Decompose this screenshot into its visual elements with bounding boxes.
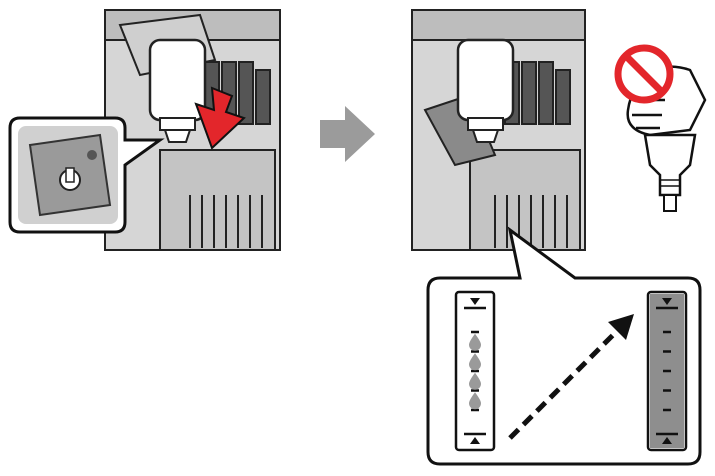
printer-vents-left bbox=[189, 195, 263, 248]
lower-limit-marker bbox=[470, 437, 480, 444]
prohibition-icon bbox=[614, 44, 674, 104]
upper-limit-marker bbox=[662, 298, 672, 305]
ink-bottle-left bbox=[148, 38, 207, 143]
printer-filling-illustration bbox=[411, 9, 586, 251]
ink-drop-icon bbox=[469, 353, 481, 371]
nozzle-zoom-callout bbox=[8, 116, 165, 234]
arrow-right-icon bbox=[320, 106, 375, 162]
ink-gauge-empty bbox=[454, 290, 496, 452]
upper-limit-marker bbox=[470, 298, 480, 305]
lower-limit-marker bbox=[662, 437, 672, 444]
ink-drop-icon bbox=[469, 372, 481, 390]
ink-bottle-right bbox=[456, 38, 515, 143]
arrow-down-icon bbox=[194, 86, 246, 150]
printer-insert-illustration bbox=[8, 9, 281, 251]
ink-gauge-full bbox=[646, 290, 688, 452]
ink-drop-icon bbox=[469, 392, 481, 410]
do-not-squeeze-illustration bbox=[614, 44, 707, 212]
printer-vents-right bbox=[494, 195, 568, 248]
dashed-arrow-up-right-icon bbox=[508, 314, 634, 440]
ink-level-callout bbox=[426, 226, 702, 466]
ink-drop-icon bbox=[469, 333, 481, 351]
bottle-nozzle bbox=[643, 133, 697, 197]
